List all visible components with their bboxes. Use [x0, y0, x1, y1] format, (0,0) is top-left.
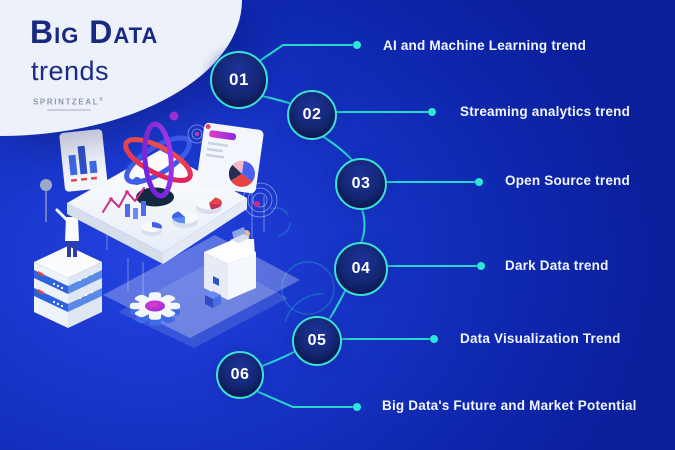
connector-step-01	[257, 44, 353, 63]
timeline-step-02: 02	[287, 90, 337, 140]
link-step-03-04	[360, 205, 366, 244]
connector-step-06	[253, 389, 353, 408]
timeline-step-label-03: Open Source trend	[505, 173, 630, 188]
timeline-step-label-06: Big Data's Future and Market Potential	[382, 398, 637, 413]
leader-dot	[353, 403, 361, 411]
pin-node-icon	[40, 179, 52, 222]
page-subtitle: trends	[31, 56, 110, 86]
gear-icon	[130, 292, 180, 326]
timeline-step-label-01: AI and Machine Learning trend	[383, 38, 587, 53]
logo-text: SPRINTZEAL	[33, 97, 100, 107]
pie-disc-icon	[172, 210, 198, 228]
sprintzeal-logo: SPRINTZEAL®	[33, 97, 105, 111]
timeline-step-label-05: Data Visualization Trend	[460, 331, 621, 346]
timeline-step-06: 06	[216, 351, 264, 399]
dashboard-pie-panel-icon	[196, 122, 264, 194]
step-number: 02	[302, 106, 322, 123]
logo-reg-mark: ®	[99, 97, 105, 103]
cube-icon	[205, 291, 221, 308]
leader-dot	[353, 41, 361, 49]
concentric-rings-icon	[187, 124, 278, 218]
step-number: 03	[351, 175, 371, 192]
pie-disc-icon	[142, 222, 162, 236]
logo-tagline-rule	[46, 108, 91, 111]
timeline-step-label-02: Streaming analytics trend	[460, 104, 631, 119]
server-stack-icon	[34, 208, 102, 328]
bar-chart-panel-icon	[59, 129, 108, 192]
timeline-step-01: 01	[210, 51, 268, 109]
leader-dot	[428, 108, 436, 116]
step-number: 04	[351, 260, 371, 277]
workstation-desk-icon	[204, 227, 256, 300]
timeline-step-03: 03	[335, 158, 387, 210]
magenta-node-dot	[254, 201, 260, 207]
timeline-step-05: 05	[292, 316, 342, 366]
atom-icon	[123, 111, 193, 199]
leader-dot	[430, 335, 438, 343]
timeline-step-label-04: Dark Data trend	[505, 258, 609, 273]
step-number: 06	[230, 366, 250, 383]
line-chart-icon	[102, 187, 146, 219]
page-title: Big Data	[30, 14, 159, 50]
pie-disc-icon	[196, 196, 222, 214]
ghost-platform	[103, 235, 300, 348]
title-card: Big Data trends SPRINTZEAL®	[0, 0, 242, 136]
leader-dot	[475, 178, 483, 186]
big-data-illustration	[34, 111, 338, 362]
magenta-node-dot	[195, 132, 199, 136]
timeline-step-04: 04	[334, 242, 388, 296]
step-number: 05	[307, 332, 327, 349]
leader-dot	[477, 262, 485, 270]
step-number: 01	[229, 70, 249, 89]
